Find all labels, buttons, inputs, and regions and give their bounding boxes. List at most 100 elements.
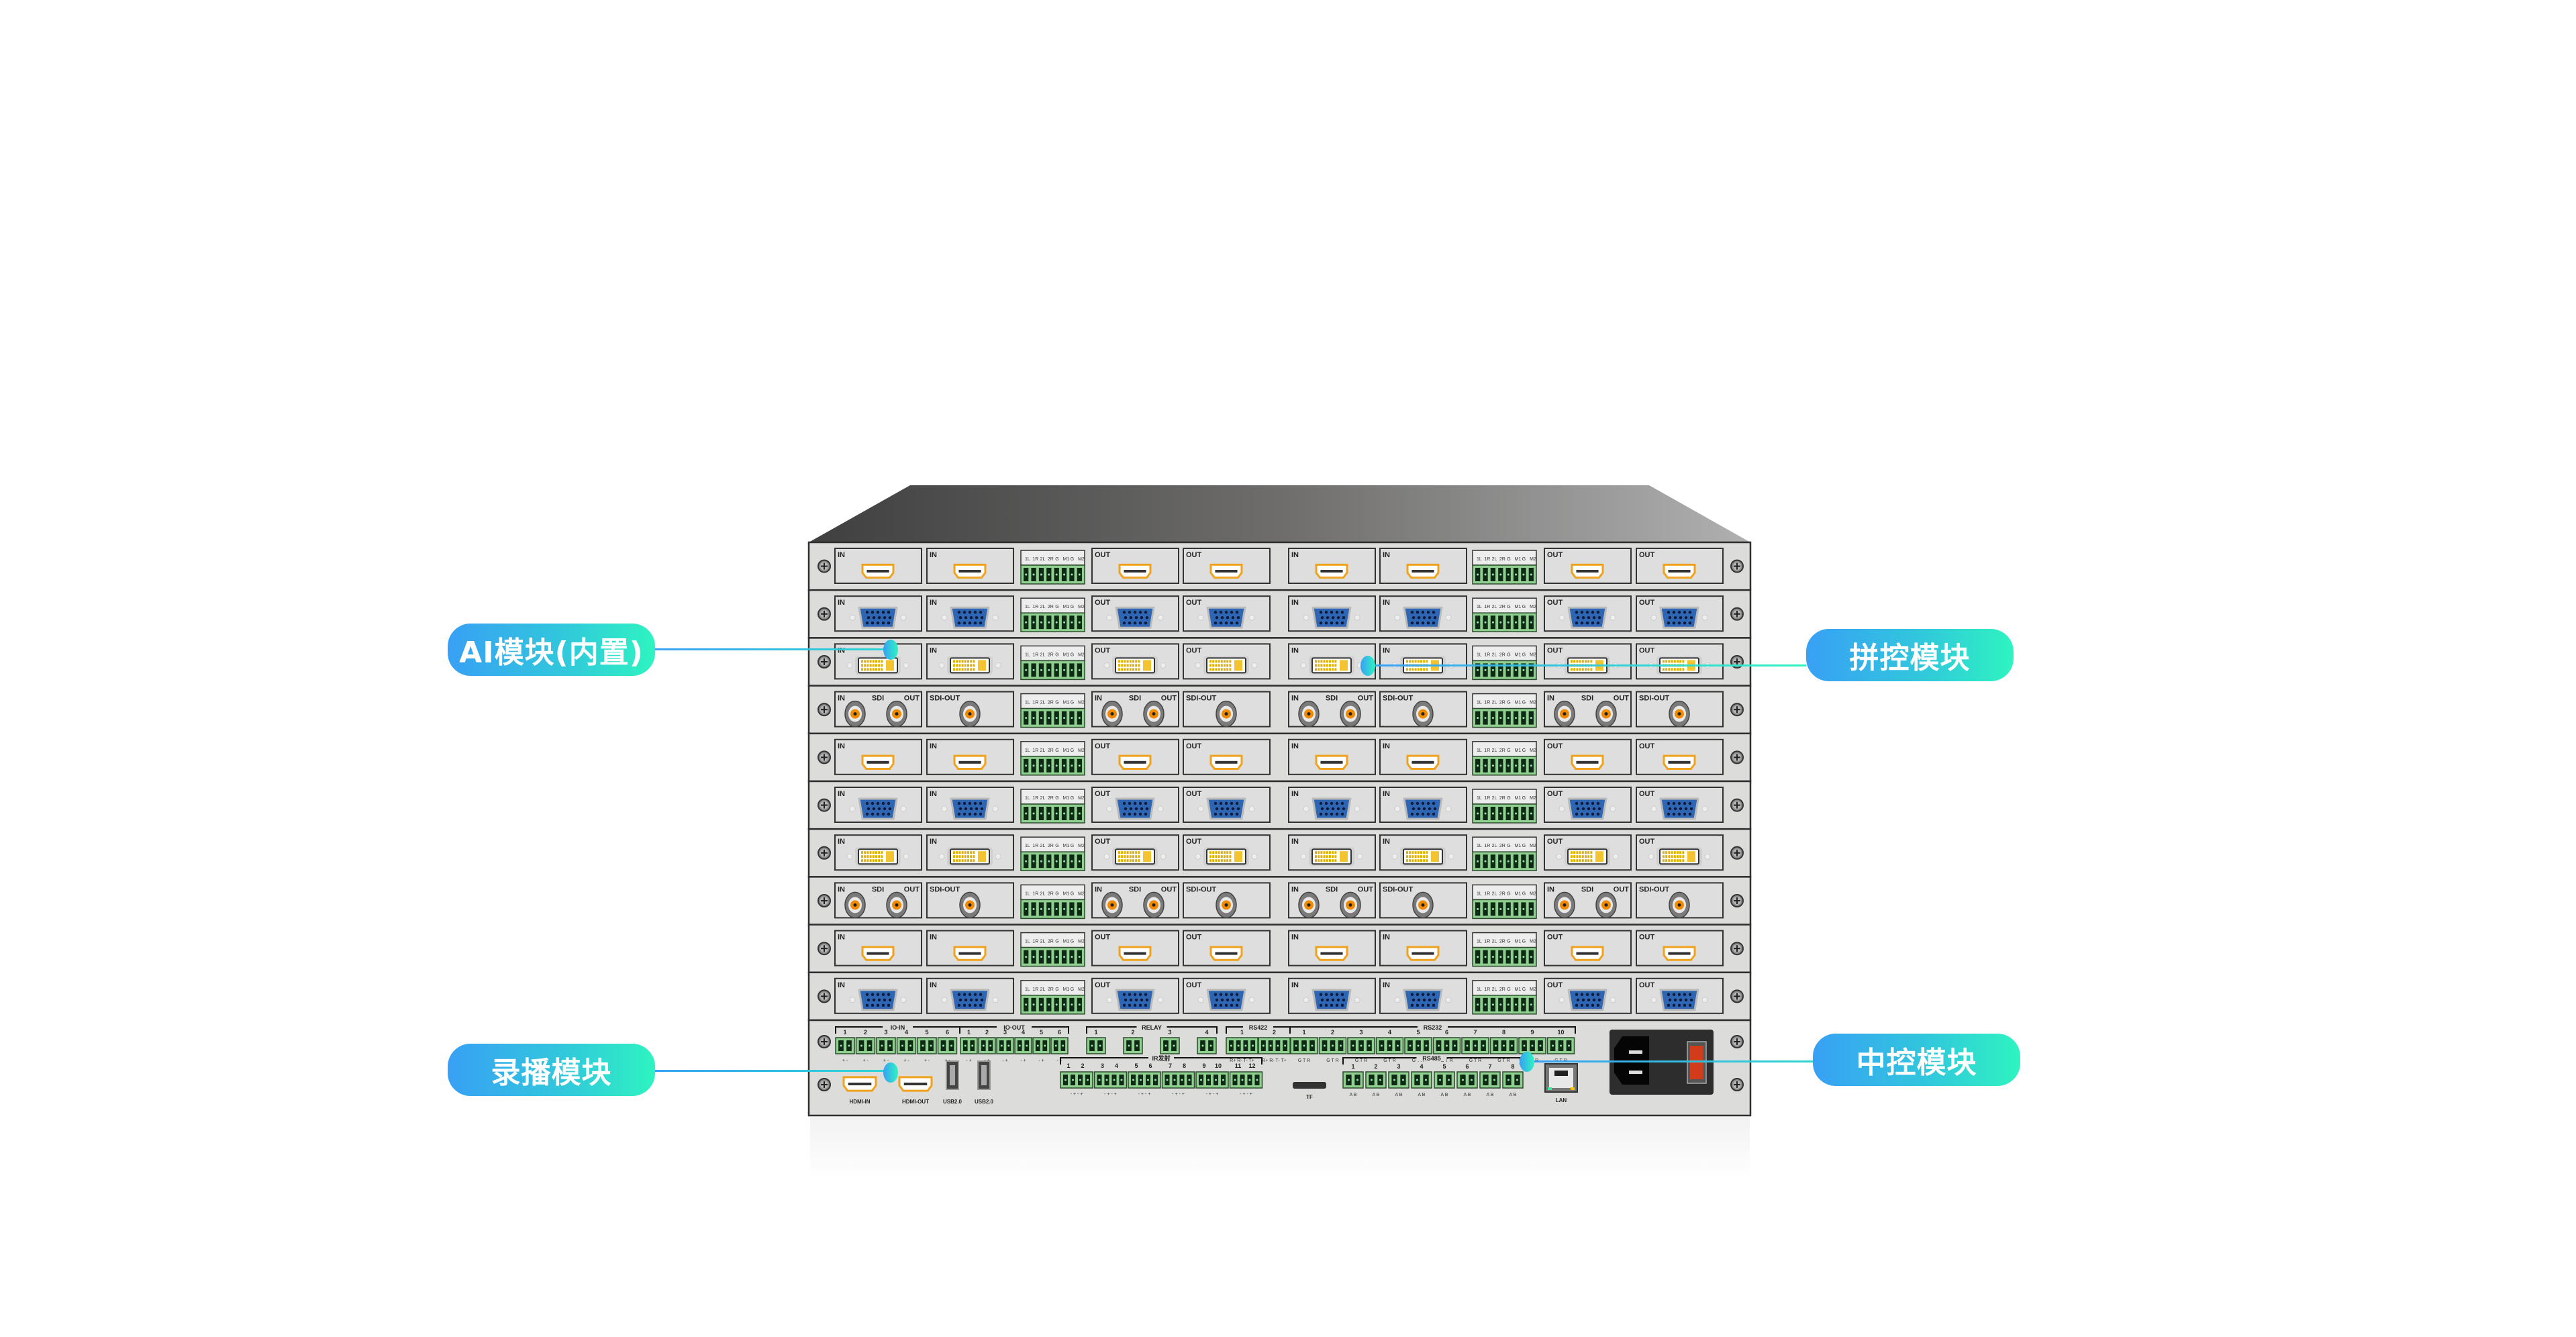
terminal-block-icon — [960, 1037, 978, 1054]
module-card: IN — [834, 787, 922, 823]
port-label-out: OUT — [1095, 551, 1111, 559]
port-label-in: IN — [1291, 551, 1299, 559]
module-card: OUT — [1183, 930, 1271, 967]
port-number: 2 — [1374, 1063, 1377, 1070]
audio-pin-label: M1 — [1063, 844, 1070, 848]
hdmi-port-icon — [953, 563, 987, 579]
dvi-port-icon — [846, 656, 909, 675]
port-label-sdi-out: SDI-OUT — [930, 695, 960, 703]
screw-icon — [1730, 942, 1744, 956]
group-bracket: RELAY — [1086, 1024, 1218, 1034]
port-label-out: OUT — [1614, 695, 1630, 703]
audio-pin-label: 2R — [1048, 844, 1054, 848]
terminal-block-icon — [917, 1037, 937, 1054]
bnc-port-icon — [1595, 891, 1617, 919]
audio-pin-label: 2L — [1040, 605, 1046, 609]
audio-terminal-block-icon — [1472, 946, 1537, 967]
module-card: IN — [926, 643, 1014, 680]
terminal-block-icon — [1347, 1037, 1375, 1054]
usb-label: USB2.0 — [943, 1099, 962, 1105]
audio-pin-label: G — [1071, 748, 1074, 753]
group-title: RS232 — [1424, 1024, 1442, 1031]
port-label-in: IN — [1547, 695, 1554, 703]
module-card: IN — [1379, 643, 1467, 680]
audio-pin-label: M1 — [1515, 844, 1522, 848]
audio-pin-label: 2L — [1040, 701, 1046, 705]
port-label-out: OUT — [1547, 742, 1563, 750]
module-card: OUT — [1544, 930, 1632, 967]
audio-pin-label: 1L — [1025, 891, 1030, 896]
audio-pin-label: 2L — [1492, 940, 1497, 944]
audio-pin-label: G — [1055, 796, 1058, 801]
audio-pin-label: M1 — [1063, 701, 1070, 705]
module-card: IN — [1379, 787, 1467, 823]
terminal-block-icon — [876, 1037, 896, 1054]
callout-splice-dot — [1360, 656, 1375, 676]
pin-label: A B — [1487, 1093, 1494, 1097]
audio-terminal-block-icon — [1020, 803, 1085, 824]
audio-pin-label: G — [1522, 940, 1526, 944]
audio-pin-label: G — [1507, 844, 1510, 848]
port-label-in: IN — [1383, 599, 1390, 607]
port-number: 4 — [905, 1029, 908, 1036]
hdmi-port-icon — [953, 946, 987, 961]
audio-pin-label: M1 — [1063, 891, 1070, 896]
port-label-in: IN — [838, 981, 845, 989]
audio-pin-label: 2L — [1492, 748, 1497, 753]
bnc-port-icon — [1101, 891, 1123, 919]
audio-pin-label: 1L — [1025, 987, 1030, 992]
audio-pin-label: G — [1522, 891, 1526, 896]
terminal-block-icon — [1050, 1037, 1069, 1054]
bnc-port-icon — [1101, 700, 1123, 728]
module-card: IN — [1379, 738, 1467, 775]
audio-pin-label: 1L — [1025, 605, 1030, 609]
audio-pin-label: 1R — [1032, 748, 1038, 753]
vga-port-icon — [941, 606, 999, 629]
vga-port-icon — [1197, 606, 1255, 629]
audio-pin-label: 2R — [1048, 940, 1054, 944]
module-card: IN — [834, 977, 922, 1014]
vga-port-icon — [1394, 797, 1452, 820]
port-label-in: IN — [930, 742, 937, 750]
audio-pin-label: M2 — [1530, 940, 1536, 944]
audio-terminal-block-icon — [1020, 564, 1085, 585]
audio-pin-label: 1L — [1025, 701, 1030, 705]
port-label-in: IN — [1383, 934, 1390, 942]
callout-splice-line — [1375, 664, 1806, 666]
audio-pin-label: M2 — [1078, 605, 1085, 609]
module-card: OUT — [1636, 595, 1724, 632]
audio-pin-label: G — [1522, 748, 1526, 753]
pin-label: A B — [1350, 1093, 1357, 1097]
hdmi-port-icon — [1118, 946, 1152, 961]
port-label-out: OUT — [1095, 934, 1111, 942]
hdmi-port-icon — [1663, 754, 1696, 770]
module-card: OUT — [1636, 643, 1724, 680]
module-card: OUT — [1183, 595, 1271, 632]
audio-terminal-block-icon — [1472, 851, 1537, 871]
hdmi-out-label: HDMI-OUT — [902, 1099, 929, 1105]
port-label-in: IN — [930, 599, 937, 607]
audio-pin-label: G — [1507, 796, 1510, 801]
module-card: IN — [1288, 977, 1376, 1014]
screw-icon — [818, 703, 831, 717]
audio-terminal-block-icon — [1472, 899, 1537, 920]
audio-pin-label: 2R — [1048, 605, 1054, 609]
usb-port: USB2.0 — [975, 1060, 994, 1105]
hdmi-port-icon — [861, 946, 895, 961]
hdmi-port-icon — [1209, 946, 1243, 961]
lan-label: LAN — [1556, 1097, 1567, 1103]
module-card: IN — [1379, 834, 1467, 871]
port-number: 2 — [1331, 1029, 1334, 1036]
port-label-sdi: SDI — [1326, 695, 1338, 703]
module-card: SDI-OUT — [1636, 691, 1724, 728]
port-label-out: OUT — [1639, 790, 1655, 798]
terminal-block-icon — [1502, 1071, 1524, 1089]
